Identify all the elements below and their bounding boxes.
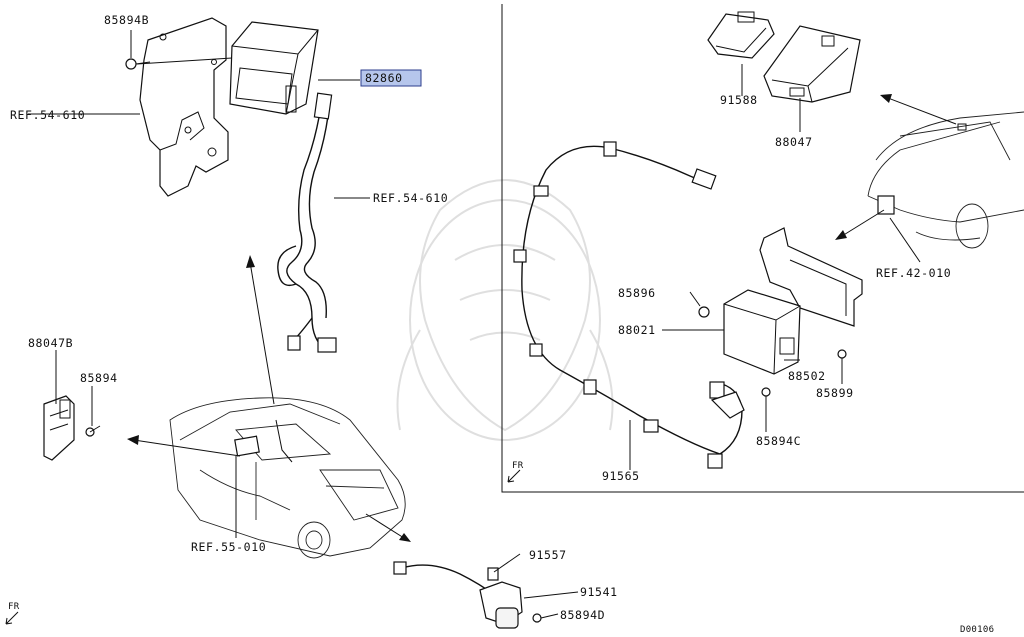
bracket-88047B — [43, 395, 75, 461]
label-91565: 91565 — [602, 469, 640, 483]
label-ref-54-610-bracket: REF.54-610 — [10, 108, 85, 122]
label-88047: 88047 — [775, 135, 813, 149]
bolt-85899 — [837, 349, 847, 359]
vehicle-rear-view — [169, 397, 406, 559]
mounting-bracket — [139, 17, 229, 197]
label-82860[interactable]: 82860 — [365, 71, 403, 85]
wiring-harness — [277, 92, 337, 353]
camera-harness — [393, 561, 542, 629]
leader-lines — [28, 64, 921, 619]
fr-inset-text: FR — [512, 461, 524, 471]
bolt-85894 — [85, 425, 101, 437]
bolt-85894C — [761, 387, 771, 397]
label-85896: 85896 — [618, 286, 656, 300]
bracket-88047 — [763, 25, 861, 103]
label-85894C: 85894C — [756, 434, 801, 448]
harness-91565 — [513, 141, 745, 469]
nut-85896 — [698, 306, 710, 318]
module-88021 — [723, 289, 801, 375]
bolt-85894B — [125, 58, 151, 70]
label-85894B: 85894B — [104, 13, 149, 27]
label-91588: 91588 — [720, 93, 758, 107]
label-ref-55-010: REF.55-010 — [191, 540, 266, 554]
label-ref-42-010: REF.42-010 — [876, 266, 951, 280]
module-82860 — [229, 21, 319, 115]
vehicle-front-view — [867, 111, 1024, 249]
pointer-arrows — [127, 255, 411, 542]
label-drawing-id: D00106 — [960, 625, 994, 635]
label-88502: 88502 — [788, 369, 826, 383]
fr-bottom-text: FR — [8, 602, 20, 612]
label-91541: 91541 — [580, 585, 618, 599]
label-91557: 91557 — [529, 548, 567, 562]
watermark-emblem — [396, 179, 614, 441]
label-85899: 85899 — [816, 386, 854, 400]
label-85894: 85894 — [80, 371, 118, 385]
highlight-82860 — [360, 69, 422, 87]
fr-indicator-inset: FR — [507, 461, 524, 483]
label-ref-54-610-harness: REF.54-610 — [373, 191, 448, 205]
inset-frame — [501, 4, 1024, 493]
label-88047B: 88047B — [28, 336, 73, 350]
bracket-88502 — [759, 227, 863, 327]
label-88021: 88021 — [618, 323, 656, 337]
fr-indicator-bottom: FR — [5, 602, 20, 625]
camera-91588 — [707, 11, 775, 59]
label-85894D: 85894D — [560, 608, 605, 622]
